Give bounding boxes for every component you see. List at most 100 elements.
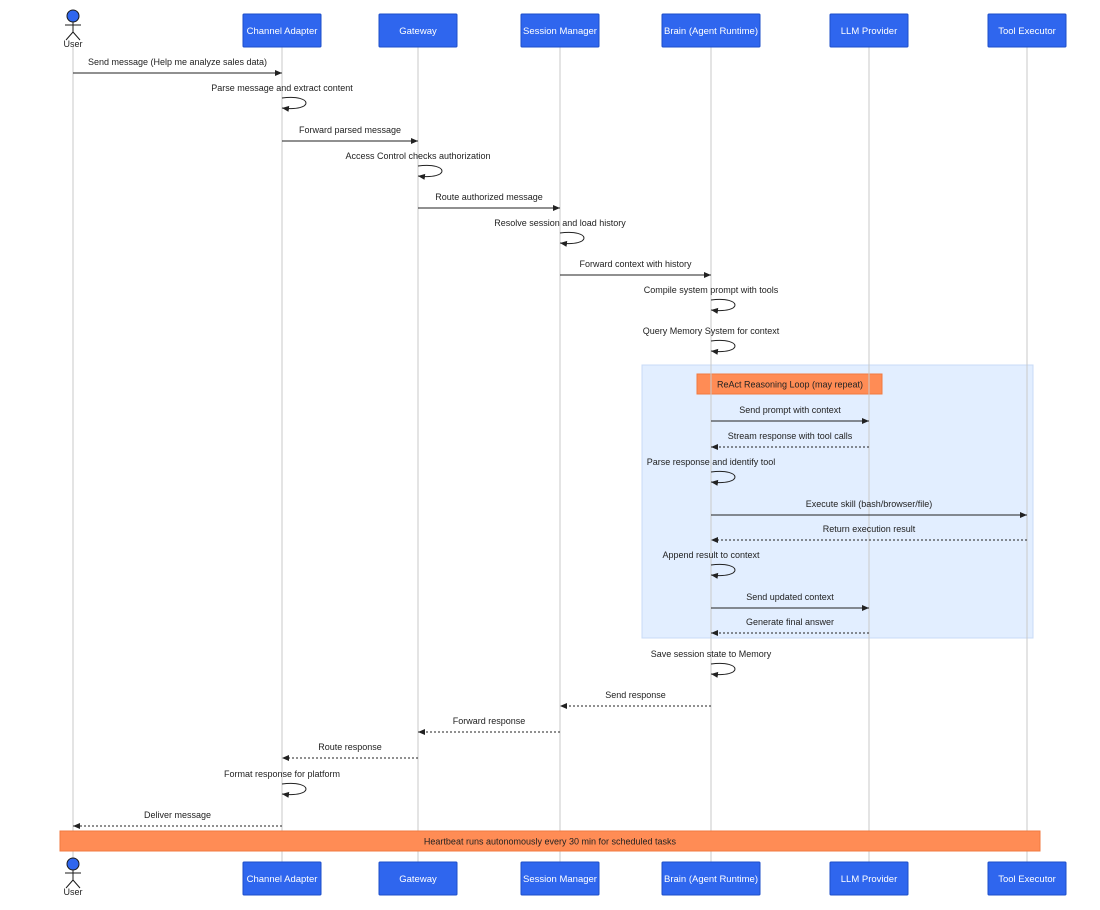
message-resolve-session-and-load-history: Resolve session and load history bbox=[494, 218, 626, 247]
message-query-memory-system-for-context: Query Memory System for context bbox=[643, 326, 780, 355]
message-label: Resolve session and load history bbox=[494, 218, 626, 228]
message-stream-response-with-tool-calls: Stream response with tool calls bbox=[711, 431, 869, 450]
participant-gateway-top: Gateway bbox=[378, 13, 458, 48]
message-label: Save session state to Memory bbox=[651, 649, 772, 659]
participant-channel-top: Channel Adapter bbox=[242, 13, 322, 48]
message-label: Forward parsed message bbox=[299, 125, 401, 135]
message-label: Stream response with tool calls bbox=[728, 431, 853, 441]
message-route-response: Route response bbox=[282, 742, 418, 761]
message-generate-final-answer: Generate final answer bbox=[711, 617, 869, 636]
message-label: Query Memory System for context bbox=[643, 326, 780, 336]
participant-label: Brain (Agent Runtime) bbox=[664, 26, 758, 37]
message-send-message-help-me-analyze-sales-data: Send message (Help me analyze sales data… bbox=[73, 57, 282, 76]
participant-box bbox=[378, 861, 458, 896]
message-send-prompt-with-context: Send prompt with context bbox=[711, 405, 869, 424]
message-format-response-for-platform: Format response for platform bbox=[224, 769, 340, 798]
participant-label: Gateway bbox=[399, 874, 437, 885]
actor-head-icon bbox=[66, 857, 80, 871]
participant-tool-bottom: Tool Executor bbox=[987, 861, 1067, 896]
self-message-arrow bbox=[417, 164, 443, 180]
loop-label-box bbox=[696, 373, 883, 395]
participant-label: Brain (Agent Runtime) bbox=[664, 874, 758, 885]
participant-user-bottom: User bbox=[63, 857, 83, 897]
message-compile-system-prompt-with-tools: Compile system prompt with tools bbox=[644, 285, 779, 314]
participant-gateway-bottom: Gateway bbox=[378, 861, 458, 896]
participant-label: Tool Executor bbox=[998, 26, 1056, 37]
self-message-arrow bbox=[710, 298, 736, 314]
participant-llm-bottom: LLM Provider bbox=[829, 861, 909, 896]
participant-session-top: Session Manager bbox=[520, 13, 600, 48]
message-deliver-message: Deliver message bbox=[73, 810, 282, 829]
message-send-response: Send response bbox=[560, 690, 711, 709]
message-access-control-checks-authorization: Access Control checks authorization bbox=[345, 151, 491, 180]
message-label: Return execution result bbox=[823, 524, 916, 534]
message-save-session-state-to-memory: Save session state to Memory bbox=[651, 649, 772, 678]
message-label: Route authorized message bbox=[435, 192, 543, 202]
participant-box bbox=[829, 861, 909, 896]
participant-tool-top: Tool Executor bbox=[987, 13, 1067, 48]
participant-label: User bbox=[63, 887, 82, 897]
participant-label: Channel Adapter bbox=[247, 874, 318, 885]
participant-label: Session Manager bbox=[523, 874, 597, 885]
message-label: Parse message and extract content bbox=[211, 83, 353, 93]
participant-label: User bbox=[63, 39, 82, 49]
self-message-arrow bbox=[281, 782, 307, 798]
participant-box bbox=[661, 13, 761, 48]
participant-llm-top: LLM Provider bbox=[829, 13, 909, 48]
loop-label: ReAct Reasoning Loop (may repeat) bbox=[717, 380, 863, 390]
message-send-updated-context: Send updated context bbox=[711, 592, 869, 611]
message-parse-message-and-extract-content: Parse message and extract content bbox=[211, 83, 353, 112]
message-label: Deliver message bbox=[144, 810, 211, 820]
message-parse-response-and-identify-tool: Parse response and identify tool bbox=[647, 457, 776, 486]
participant-brain-top: Brain (Agent Runtime) bbox=[661, 13, 761, 48]
self-message-arrow bbox=[281, 96, 307, 112]
actor-body-icon bbox=[65, 870, 81, 889]
message-label: Append result to context bbox=[662, 550, 760, 560]
self-message-arrow bbox=[559, 231, 585, 247]
actor-body-icon bbox=[65, 22, 81, 41]
message-label: Parse response and identify tool bbox=[647, 457, 776, 467]
actor-head-icon bbox=[66, 9, 80, 23]
message-forward-parsed-message: Forward parsed message bbox=[282, 125, 418, 144]
message-label: Send response bbox=[605, 690, 666, 700]
note-text: Heartbeat runs autonomously every 30 min… bbox=[424, 837, 677, 847]
participant-label: Tool Executor bbox=[998, 874, 1056, 885]
message-label: Send message (Help me analyze sales data… bbox=[88, 57, 267, 67]
participant-brain-bottom: Brain (Agent Runtime) bbox=[661, 861, 761, 896]
message-label: Send updated context bbox=[746, 592, 834, 602]
participant-label: Channel Adapter bbox=[247, 26, 318, 37]
message-label: Send prompt with context bbox=[739, 405, 841, 415]
message-label: Format response for platform bbox=[224, 769, 340, 779]
message-forward-context-with-history: Forward context with history bbox=[560, 259, 711, 278]
participant-session-bottom: Session Manager bbox=[520, 861, 600, 896]
participant-channel-bottom: Channel Adapter bbox=[242, 861, 322, 896]
participant-label: LLM Provider bbox=[841, 874, 898, 885]
message-route-authorized-message: Route authorized message bbox=[418, 192, 560, 211]
self-message-arrow bbox=[710, 339, 736, 355]
message-label: Route response bbox=[318, 742, 382, 752]
loop-frame bbox=[641, 364, 1034, 639]
participant-box bbox=[242, 13, 322, 48]
note-box bbox=[59, 830, 1041, 852]
message-forward-response: Forward response bbox=[418, 716, 560, 735]
participant-label: Session Manager bbox=[523, 26, 597, 37]
message-label: Execute skill (bash/browser/file) bbox=[806, 499, 933, 509]
participant-box bbox=[661, 861, 761, 896]
message-label: Generate final answer bbox=[746, 617, 834, 627]
message-append-result-to-context: Append result to context bbox=[662, 550, 760, 579]
message-label: Compile system prompt with tools bbox=[644, 285, 779, 295]
participant-box bbox=[378, 13, 458, 48]
participant-label: LLM Provider bbox=[841, 26, 898, 37]
heartbeat-note: Heartbeat runs autonomously every 30 min… bbox=[59, 830, 1041, 852]
participant-box bbox=[829, 13, 909, 48]
message-label: Forward context with history bbox=[579, 259, 692, 269]
message-label: Forward response bbox=[453, 716, 526, 726]
message-label: Access Control checks authorization bbox=[345, 151, 490, 161]
participant-box bbox=[520, 13, 600, 48]
participant-box bbox=[520, 861, 600, 896]
self-message-arrow bbox=[710, 662, 736, 678]
participant-box bbox=[987, 13, 1067, 48]
message-return-execution-result: Return execution result bbox=[711, 524, 1027, 543]
self-message-arrow bbox=[710, 470, 736, 486]
